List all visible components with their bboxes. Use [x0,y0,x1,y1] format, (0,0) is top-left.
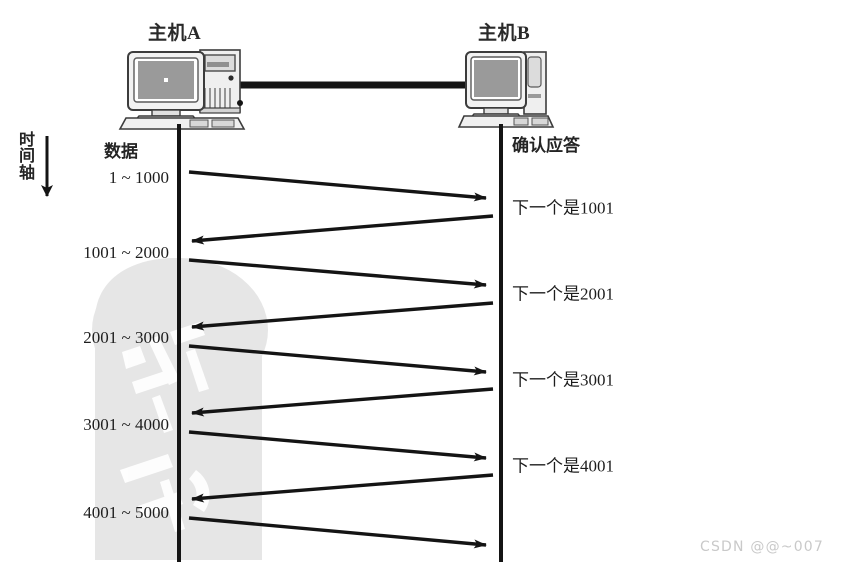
time-axis-char-3: 轴 [18,164,35,182]
host-a-computer-icon [118,49,246,130]
data-arrows-group [188,170,487,549]
ack-arrow-4 [191,473,494,503]
data-arrow-4 [188,430,487,462]
ack-column-header: 确认应答 [512,136,580,155]
segment-label-3: 2001 ~ 3000 [83,328,169,347]
ack-arrow-3 [191,387,494,417]
time-axis-char-2: 间 [18,148,35,166]
host-b-computer-icon [457,51,555,128]
segment-label-2: 1001 ~ 2000 [83,243,169,262]
data-arrow-5 [188,516,487,549]
segment-label-5: 4001 ~ 5000 [83,503,169,522]
time-axis-char-1: 时 [18,132,35,149]
ack-arrows-group [191,214,494,503]
ack-label-3: 下一个是3001 [512,370,614,390]
data-arrow-3 [188,344,487,376]
time-axis-label: 时 间 轴 [18,132,36,182]
ack-label-4: 下一个是4001 [512,456,614,476]
host-b-title: 主机B [478,23,531,44]
ack-arrow-1 [191,214,494,245]
data-arrow-2 [188,258,487,289]
ack-label-2: 下一个是2001 [512,284,614,304]
csdn-watermark: CSDN @@~007 [700,539,825,555]
segment-label-4: 3001 ~ 4000 [83,415,169,434]
ack-arrow-2 [191,301,494,331]
data-column-header: 数据 [104,142,138,161]
segment-label-1: 1 ~ 1000 [108,168,169,187]
ack-label-1: 下一个是1001 [512,198,614,218]
host-a-title: 主机A [148,23,202,44]
data-arrow-1 [188,170,487,202]
